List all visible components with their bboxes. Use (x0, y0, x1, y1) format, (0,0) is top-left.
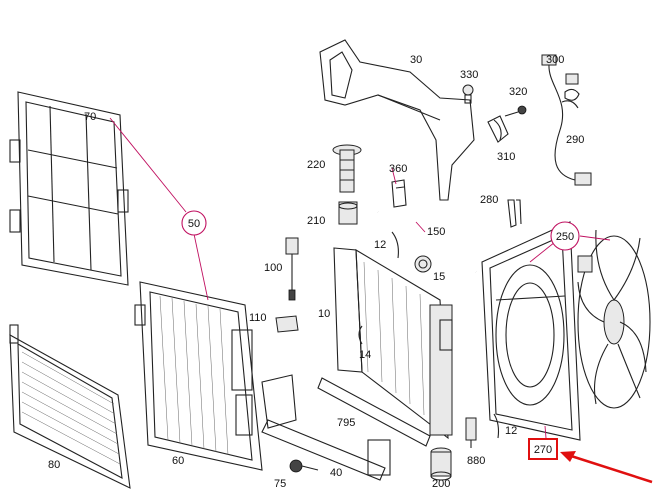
callout-label-320[interactable]: 320 (509, 86, 527, 98)
callout-label-75[interactable]: 75 (274, 478, 286, 490)
leader-lines (109, 117, 611, 439)
part-300-wiring-harness[interactable] (541, 54, 592, 186)
part-320-screw[interactable] (504, 105, 527, 117)
callout-label-290[interactable]: 290 (566, 134, 584, 146)
highlight-box (528, 438, 558, 460)
callout-circle-250[interactable]: 250 (550, 221, 580, 251)
part-150-rod[interactable] (377, 210, 477, 274)
callout-label-12-lower[interactable]: 12 (505, 425, 517, 437)
callout-label-12-upper[interactable]: 12 (374, 239, 386, 251)
callout-label-220[interactable]: 220 (307, 159, 325, 171)
callout-label-300[interactable]: 300 (546, 54, 564, 66)
callout-270-highlight[interactable]: 270 (528, 438, 558, 460)
part-880-clamp[interactable] (465, 417, 477, 448)
callout-label-70[interactable]: 70 (84, 111, 96, 123)
part-10-radiator[interactable] (333, 247, 453, 440)
part-330-clip[interactable] (462, 84, 474, 104)
callout-label-30[interactable]: 30 (410, 54, 422, 66)
callout-label-10[interactable]: 10 (318, 308, 330, 320)
callout-label-150[interactable]: 150 (427, 226, 445, 238)
part-110-connector[interactable] (275, 315, 299, 333)
callout-label-795[interactable]: 795 (337, 417, 355, 429)
part-250-fan-wheel[interactable] (577, 229, 651, 409)
callout-label-250: 250 (556, 231, 574, 243)
part-795-seal-strip[interactable] (317, 377, 431, 447)
part-70-air-guide-frame[interactable] (9, 91, 129, 286)
callout-label-100[interactable]: 100 (264, 262, 282, 274)
callout-label-40[interactable]: 40 (330, 467, 342, 479)
part-270-fan-shroud[interactable] (481, 221, 581, 441)
part-310-bracket-clip[interactable] (487, 115, 509, 143)
callout-label-880[interactable]: 880 (467, 455, 485, 467)
callout-label-210[interactable]: 210 (307, 215, 325, 227)
part-80-condenser[interactable] (9, 324, 131, 489)
callout-label-50: 50 (188, 218, 200, 230)
callout-label-14[interactable]: 14 (359, 349, 371, 361)
callout-label-60[interactable]: 60 (172, 455, 184, 467)
callout-circle-50[interactable]: 50 (181, 210, 207, 236)
callout-label-280[interactable]: 280 (480, 194, 498, 206)
part-14-clip[interactable] (358, 325, 363, 345)
callout-label-110[interactable]: 110 (249, 312, 267, 324)
part-360-bracket[interactable] (391, 179, 407, 208)
part-100-sensor[interactable] (285, 237, 299, 301)
part-290-clip[interactable] (561, 88, 580, 109)
callout-label-15[interactable]: 15 (433, 271, 445, 283)
part-220-rubber-mount[interactable] (332, 144, 362, 193)
callout-label-360[interactable]: 360 (389, 163, 407, 175)
callout-label-310[interactable]: 310 (497, 151, 515, 163)
highlight-arrow (560, 451, 653, 484)
part-210-mount-bushing[interactable] (338, 201, 358, 225)
part-200-bushing[interactable] (430, 447, 452, 481)
callout-label-200[interactable]: 200 (432, 478, 450, 490)
part-15-drain-plug[interactable] (414, 255, 432, 273)
part-12-hose-lower[interactable] (493, 413, 500, 439)
part-40-bracket[interactable] (261, 374, 391, 481)
part-280-clip[interactable] (507, 199, 522, 228)
part-12-hose-upper[interactable] (391, 231, 399, 259)
callout-label-330[interactable]: 330 (460, 69, 478, 81)
part-60-radiator-module[interactable] (134, 281, 263, 471)
callout-label-270: 270 (534, 444, 552, 456)
part-30-upper-duct[interactable] (319, 39, 475, 201)
callout-label-80[interactable]: 80 (48, 459, 60, 471)
part-75-bolt[interactable] (289, 459, 319, 473)
